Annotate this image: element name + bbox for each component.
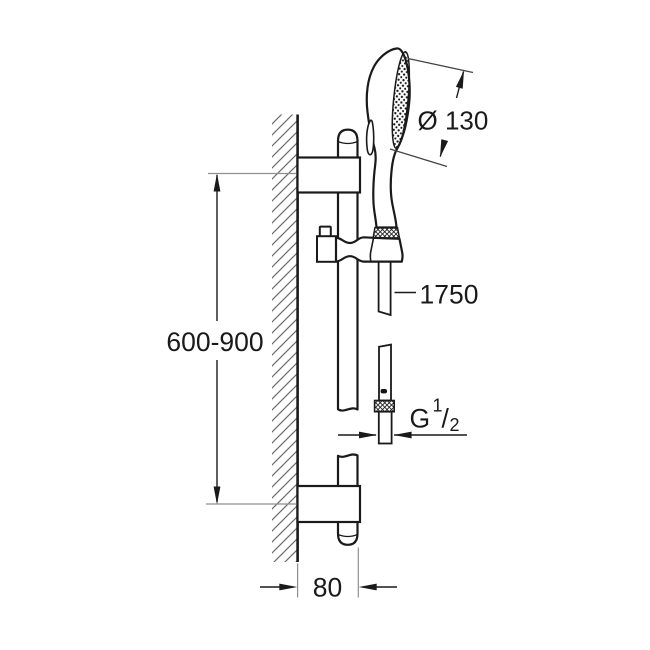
- holder-lock-knob: [318, 225, 332, 238]
- label-thread-size: G 1 / 2: [410, 396, 460, 436]
- arrow-left-icon: [393, 431, 412, 439]
- arrow-right-icon: [359, 431, 377, 439]
- rail-holder: [316, 225, 404, 263]
- hose-lower-end: [373, 343, 396, 445]
- arrow-right-icon: [279, 583, 298, 591]
- handle-knurled-nut: [372, 226, 401, 239]
- top-wall-bracket: [296, 156, 362, 194]
- arrow-diagonal-down-icon: [440, 139, 449, 158]
- label-thread-numerator: 1: [433, 396, 443, 416]
- extension-lines: [206, 172, 359, 598]
- holder-cone-cup-line: [369, 237, 375, 262]
- hose-slot-detail: [380, 389, 387, 394]
- rail-bottom-cap-seam: [337, 533, 358, 538]
- label-thread-denominator: 2: [450, 415, 460, 435]
- hose-thread-pipe: [377, 410, 393, 445]
- arrow-left-icon: [358, 583, 377, 591]
- handle-control-lever: [365, 119, 375, 156]
- label-head-diameter: Ø 130: [418, 106, 489, 136]
- diameter-extension-lines: [389, 57, 474, 168]
- hand-shower: [365, 47, 411, 239]
- arrow-up-icon: [213, 173, 221, 192]
- rail-top-cap-seam: [337, 140, 358, 145]
- arrow-down-icon: [213, 486, 221, 505]
- extension-line-head-top: [407, 57, 474, 74]
- hose-upper-segment: [377, 261, 392, 317]
- dimension-arrows: [213, 70, 464, 591]
- label-hose-length: 1750: [420, 280, 479, 310]
- extension-line-head-bottom: [389, 148, 448, 168]
- label-thread-slash: /: [442, 404, 450, 434]
- label-thread-g: G: [410, 404, 431, 434]
- hose-connection-nut: [373, 399, 396, 413]
- holder-body: [334, 236, 404, 263]
- label-wall-offset: 80: [313, 573, 342, 603]
- holder-clamp-block: [316, 235, 337, 263]
- label-rail-mounting-height: 600-900: [166, 327, 263, 357]
- bottom-wall-bracket: [296, 484, 362, 524]
- rail-tube-upper: [336, 128, 359, 412]
- wall-hatch: [272, 114, 298, 562]
- arrow-diagonal-up-icon: [455, 70, 464, 89]
- wall: [272, 114, 299, 562]
- spray-face: [391, 50, 411, 150]
